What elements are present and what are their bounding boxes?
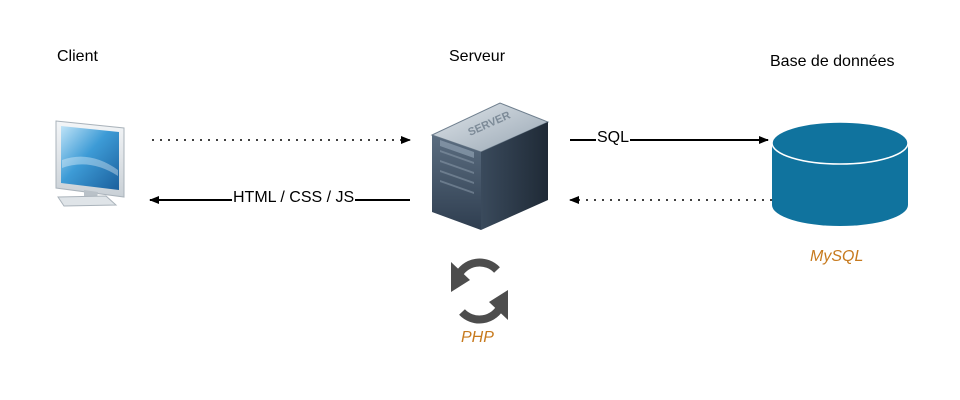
server-icon (430, 102, 550, 230)
edge-label-sql: SQL (596, 129, 631, 147)
database-cylinder-icon (771, 121, 909, 226)
refresh-icon (454, 258, 505, 324)
client-title: Client (57, 48, 98, 65)
server-title: Serveur (449, 48, 506, 65)
mysql-label: MySQL (810, 248, 864, 265)
database-title: Base de données (770, 53, 895, 70)
refresh-arrowheads (451, 262, 508, 320)
edge-label-html-css-js: HTML / CSS / JS (232, 189, 356, 207)
monitor-icon (55, 120, 125, 207)
php-label: PHP (461, 329, 494, 346)
